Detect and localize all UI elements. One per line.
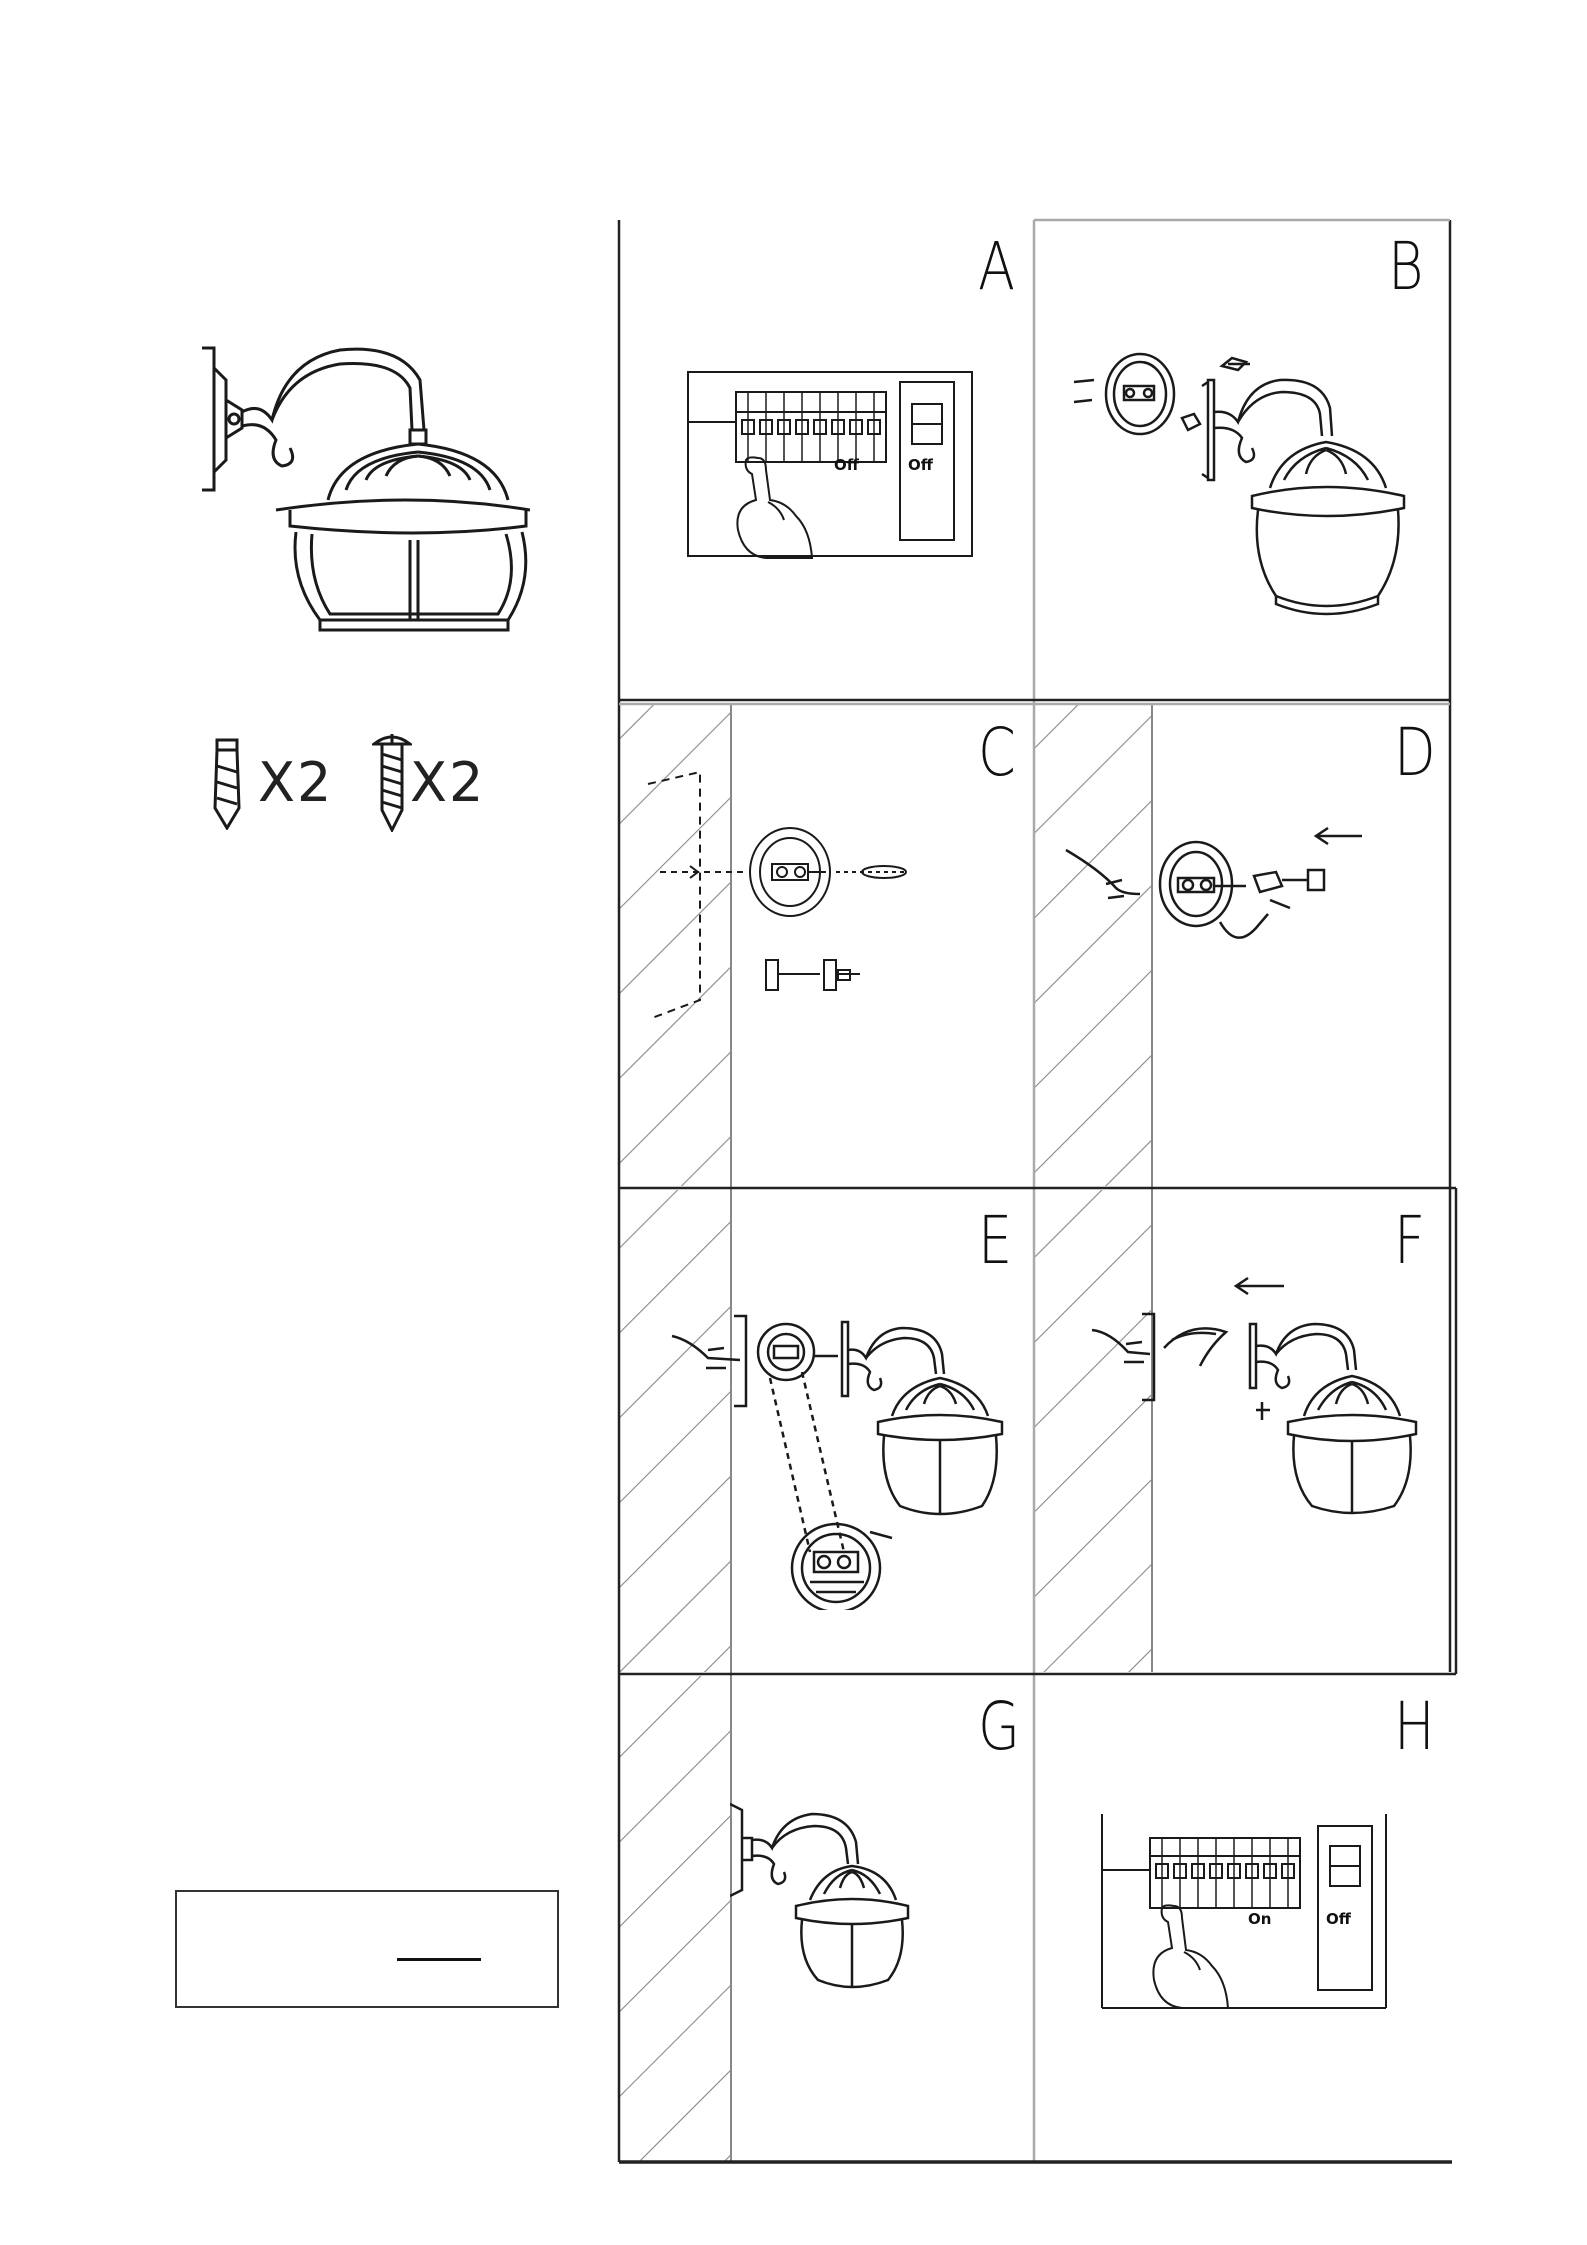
breaker-label-h: Off xyxy=(1326,1910,1352,1928)
step-letter-g: G xyxy=(978,1694,1020,1760)
wiring-detail-drawing xyxy=(660,1300,1040,1610)
step-letter-a: A xyxy=(978,234,1015,300)
wire-connection-drawing xyxy=(1060,810,1390,970)
step-letter-b: B xyxy=(1388,234,1423,300)
switch-off-label: Off xyxy=(834,456,860,474)
step-letter-f: F xyxy=(1394,1208,1425,1274)
attach-fixture-drawing xyxy=(1080,1270,1440,1520)
step-letter-c: C xyxy=(978,720,1016,786)
breaker-panel-off-drawing: Off Off xyxy=(686,370,976,560)
step-letter-e: E xyxy=(978,1208,1012,1274)
mounting-plate-install-drawing xyxy=(640,760,970,1060)
wall-hatch-g xyxy=(619,1676,731,2162)
step-letter-d: D xyxy=(1394,720,1436,786)
fixture-exploded-drawing xyxy=(1060,350,1450,680)
breaker-off-label: Off xyxy=(908,456,934,474)
installed-fixture-drawing xyxy=(730,1790,930,1990)
breaker-panel-on-drawing: On Off xyxy=(1100,1812,1390,2012)
switch-on-label: On xyxy=(1248,1910,1271,1928)
step-letter-h: H xyxy=(1394,1694,1435,1760)
